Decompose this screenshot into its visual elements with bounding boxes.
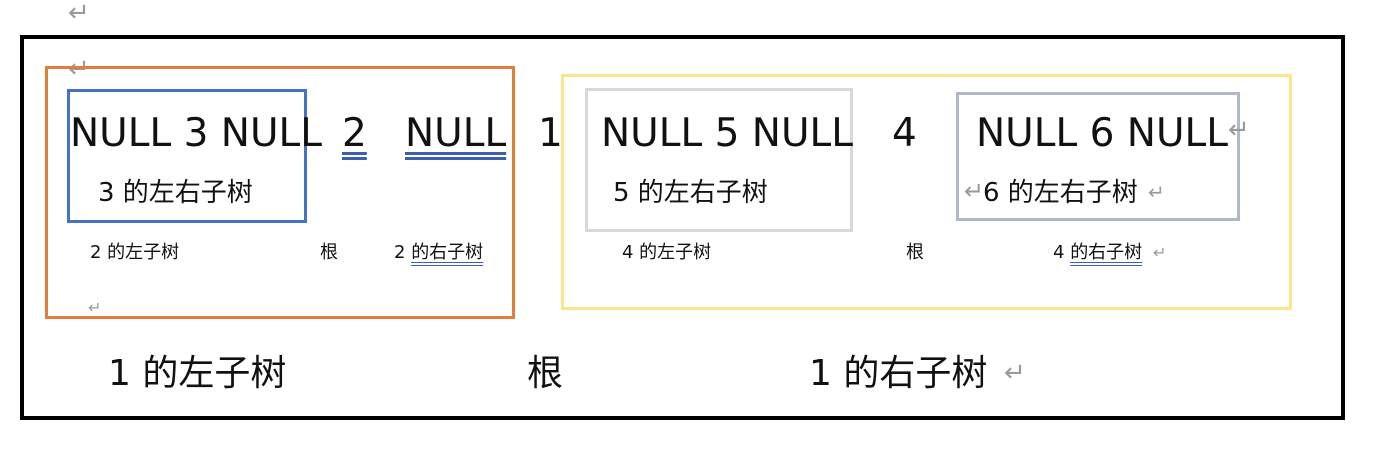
paragraph-mark-icon: ↵	[68, 54, 90, 84]
node-5-text: NULL 5 NULL	[601, 111, 853, 156]
node-3-box	[67, 89, 307, 223]
node-1-root: 1	[538, 111, 563, 156]
node-6-text: NULL 6 NULL	[976, 111, 1228, 156]
right-subtree-box	[561, 74, 1292, 310]
label-4-root: 根	[906, 242, 924, 263]
label-4-right-prefix: 4	[1053, 242, 1071, 263]
node-2-right-null: NULL	[405, 111, 507, 156]
node-6-box	[956, 92, 1240, 221]
label-2-root: 根	[320, 242, 338, 263]
paragraph-mark-icon: ↵	[964, 177, 985, 205]
paragraph-mark-icon: ↵	[88, 298, 102, 317]
paragraph-mark-icon: ↵	[1228, 115, 1250, 145]
label-4-right-subtree: 4 的右子树	[1053, 244, 1142, 262]
paragraph-mark-icon: ↵	[1153, 243, 1167, 262]
node-3-caption: 3 的左右子树	[98, 178, 253, 208]
node-5-caption: 5 的左右子树	[613, 178, 768, 208]
node-4-root: 4	[892, 111, 917, 156]
label-2-right-prefix: 2	[394, 242, 412, 263]
node-5-box	[585, 88, 853, 232]
label-1-left-subtree: 1 的左子树	[108, 353, 287, 394]
label-2-right-subtree: 2 的右子树	[394, 244, 483, 262]
label-1-right-subtree: 1 的右子树	[809, 353, 988, 394]
paragraph-mark-icon: ↵	[1004, 358, 1026, 388]
outer-frame	[20, 35, 1345, 420]
label-2-left-subtree: 2 的左子树	[90, 242, 180, 263]
node-2-root: 2	[342, 111, 367, 156]
node-6-caption: 6 的左右子树	[983, 178, 1138, 208]
label-4-left-subtree: 4 的左子树	[622, 242, 712, 263]
paragraph-mark-icon: ↵	[1148, 180, 1165, 204]
label-4-right-underlined: 的右子树	[1070, 242, 1143, 263]
paragraph-mark-icon: ↵	[68, 0, 90, 28]
node-3-text: NULL 3 NULL	[70, 111, 322, 156]
left-subtree-box	[45, 66, 515, 319]
label-1-root: 根	[527, 353, 564, 394]
label-2-right-underlined: 的右子树	[411, 242, 484, 263]
